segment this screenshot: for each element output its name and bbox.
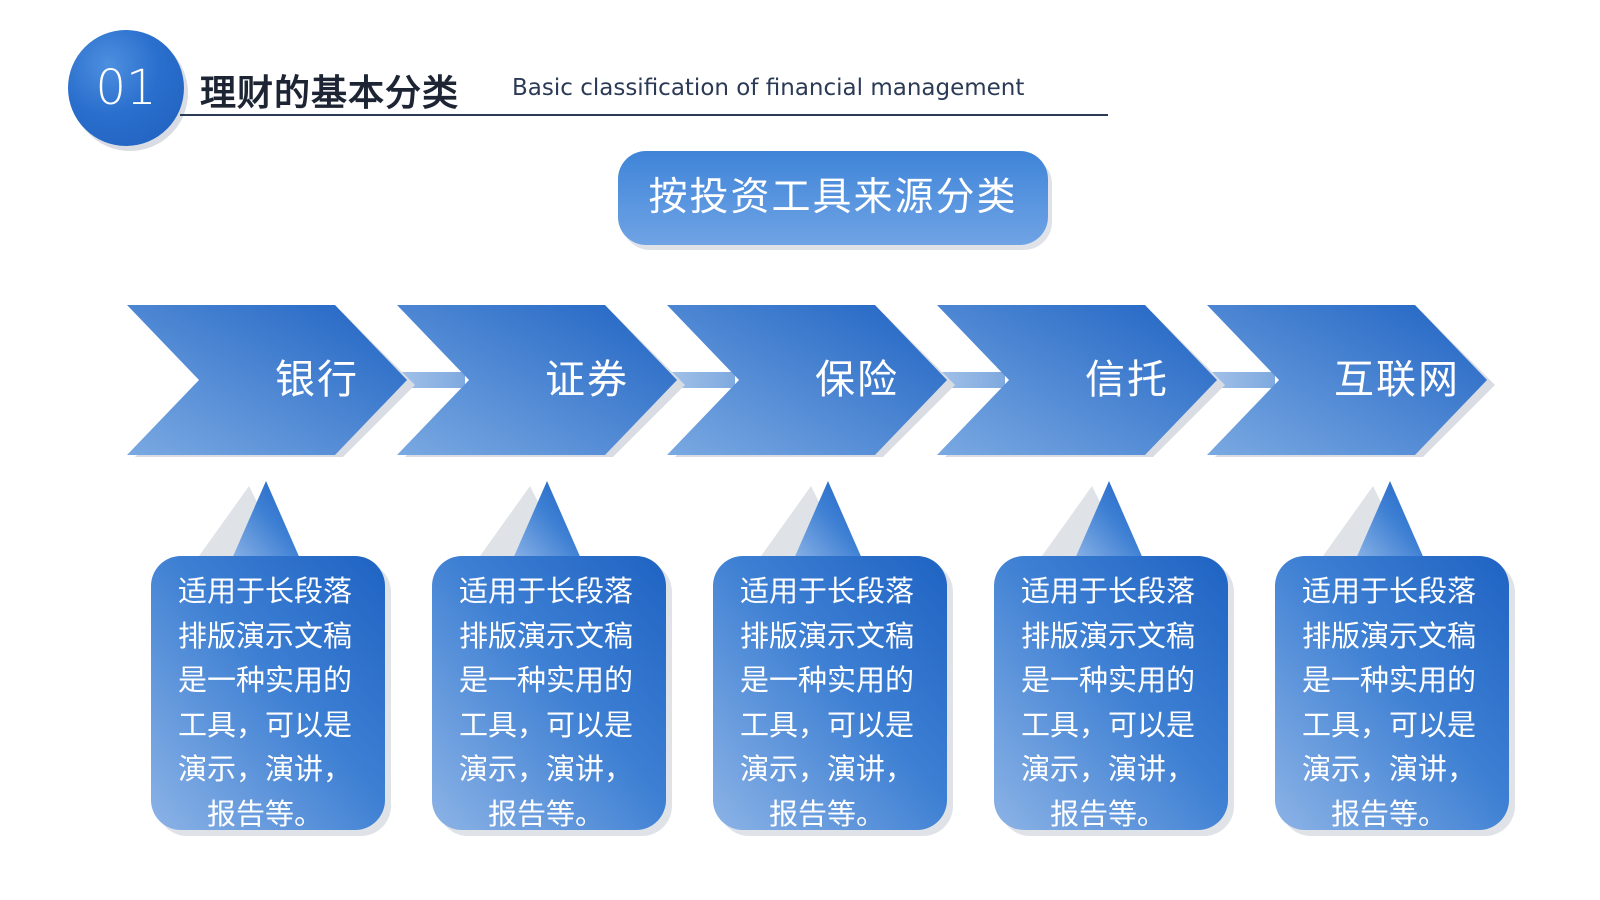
description-bubble: 适用于长段落排版演示文稿是一种实用的工具，可以是演示，演讲，报告等。 [713, 481, 953, 836]
description-text: 适用于长段落排版演示文稿是一种实用的工具，可以是演示，演讲，报告等。 [1020, 574, 1195, 831]
description-text: 适用于长段落排版演示文稿是一种实用的工具，可以是演示，演讲，报告等。 [458, 574, 633, 831]
section-number-badge: 01 [68, 30, 184, 146]
description-text: 适用于长段落排版演示文稿是一种实用的工具，可以是演示，演讲，报告等。 [177, 574, 352, 831]
stage-chevron-trust: 信托 [937, 305, 1227, 457]
description-bubble: 适用于长段落排版演示文稿是一种实用的工具，可以是演示，演讲，报告等。 [1275, 481, 1515, 836]
page-title: 理财的基本分类 [200, 73, 460, 114]
stage-label: 保险 [815, 357, 899, 403]
description-text: 适用于长段落排版演示文稿是一种实用的工具，可以是演示，演讲，报告等。 [1301, 574, 1476, 831]
stage-label: 证券 [545, 357, 629, 403]
description-text: 适用于长段落排版演示文稿是一种实用的工具，可以是演示，演讲，报告等。 [739, 574, 914, 831]
description-bubble: 适用于长段落排版演示文稿是一种实用的工具，可以是演示，演讲，报告等。 [432, 481, 672, 836]
description-bubble: 适用于长段落排版演示文稿是一种实用的工具，可以是演示，演讲，报告等。 [151, 481, 391, 836]
page-subtitle: Basic classification of financial manage… [512, 75, 1025, 101]
stage-label: 信托 [1085, 357, 1169, 403]
stage-chevron-internet: 互联网 [1207, 305, 1497, 457]
stage-chevron-securities: 证券 [397, 305, 687, 457]
stage-label: 银行 [275, 357, 359, 403]
category-title: 按投资工具来源分类 [618, 151, 1048, 245]
stage-chevron-insurance: 保险 [667, 305, 957, 457]
stage-label: 互联网 [1334, 357, 1460, 403]
title-underline [180, 114, 1108, 116]
stage-chevron-bank: 银行 [127, 305, 417, 457]
description-bubble: 适用于长段落排版演示文稿是一种实用的工具，可以是演示，演讲，报告等。 [994, 481, 1234, 836]
